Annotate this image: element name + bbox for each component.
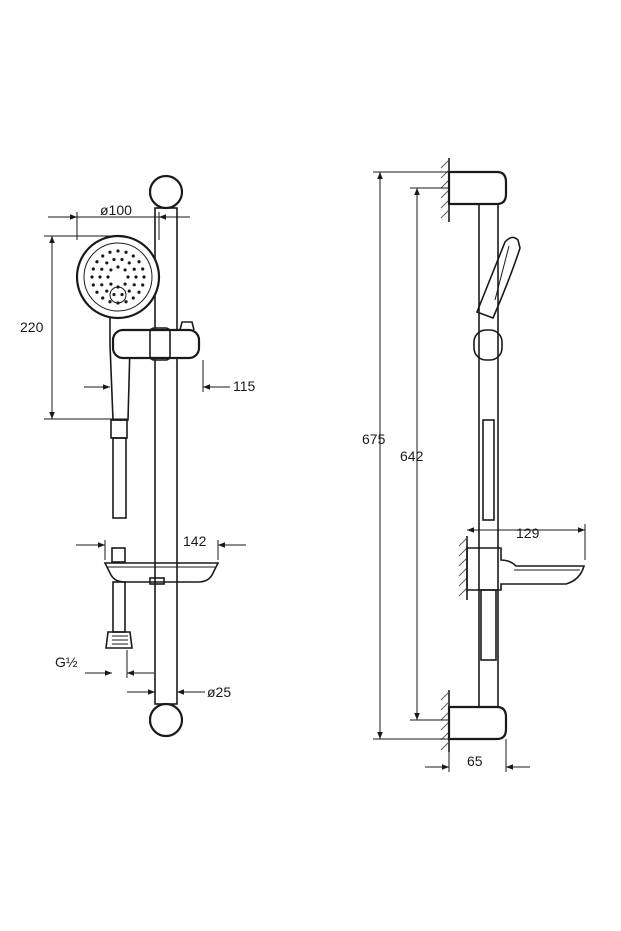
hand-shower [475,236,521,320]
soap-dish [103,562,220,585]
nozzle-dot [134,275,138,279]
dim-wall-projection: 65 [467,753,483,769]
nozzle-dot [100,283,104,287]
hose [112,437,127,519]
dim-thread: G½ [55,654,78,670]
nozzle-dot [106,275,110,279]
dim-total-height: 675 [362,431,386,447]
nozzle-dot [90,275,94,279]
nozzle-dot [127,289,131,293]
nozzle-dot [123,282,127,286]
nozzle-dot [132,283,136,287]
side-soap-dish [466,547,586,591]
nozzle-dot [105,261,109,265]
nozzle-dot [91,267,95,271]
nozzle-dot [120,257,124,262]
nozzle-dot [141,283,145,287]
dim-dish-projection: 129 [516,525,540,541]
nozzle-dot [141,267,145,271]
nozzle-dot [132,267,136,271]
top-knob [148,174,184,210]
nozzle-dot [91,283,95,287]
front-view: ø100 220 115 142 G½ ø25 [20,174,256,738]
nozzle-dot [142,275,146,279]
bottom-knob [148,702,184,738]
nozzle-dot [108,300,112,304]
slider [111,321,201,361]
dim-bar-diameter: ø25 [207,684,231,700]
dim-soap-dish-width: 142 [183,533,207,549]
shower-head [75,234,161,320]
nozzle-dot [101,254,105,258]
nozzle-dot [108,250,112,254]
nozzle-dot [98,275,102,279]
nozzle-dot [109,282,113,286]
dim-head-height: 220 [20,319,44,335]
top-bracket [447,170,508,206]
nozzle-dot [116,265,120,269]
nozzle-dot [101,296,105,300]
nozzle-dot [131,296,135,300]
side-view: 675 642 129 65 [362,158,586,772]
nozzle-dot [131,254,135,258]
dim-head-diameter: ø100 [100,202,132,218]
nozzle-dot [137,290,141,294]
nozzle-dot [95,260,99,264]
nozzle-dot [124,300,128,304]
nozzle-dot [112,292,116,297]
nozzle-dot [137,260,141,264]
nozzle-pattern [90,249,146,305]
nozzle-dot [109,268,113,272]
nozzle-dot [116,249,120,253]
nozzle-dot [100,267,104,271]
nozzle-dot [116,301,120,305]
nozzle-dot [127,261,131,265]
nozzle-dot [124,250,128,254]
nozzle-dot [120,292,124,297]
nozzle-dot [123,268,127,272]
nozzle-dot [95,290,99,294]
dim-slider-offset: 115 [233,378,256,394]
nozzle-dot [105,289,109,293]
nozzle-dot [116,285,120,289]
nozzle-dot [126,275,130,279]
dim-fixing-distance: 642 [400,448,424,464]
side-bar [478,203,499,708]
bottom-bracket [447,705,508,741]
nozzle-dot [112,257,116,262]
